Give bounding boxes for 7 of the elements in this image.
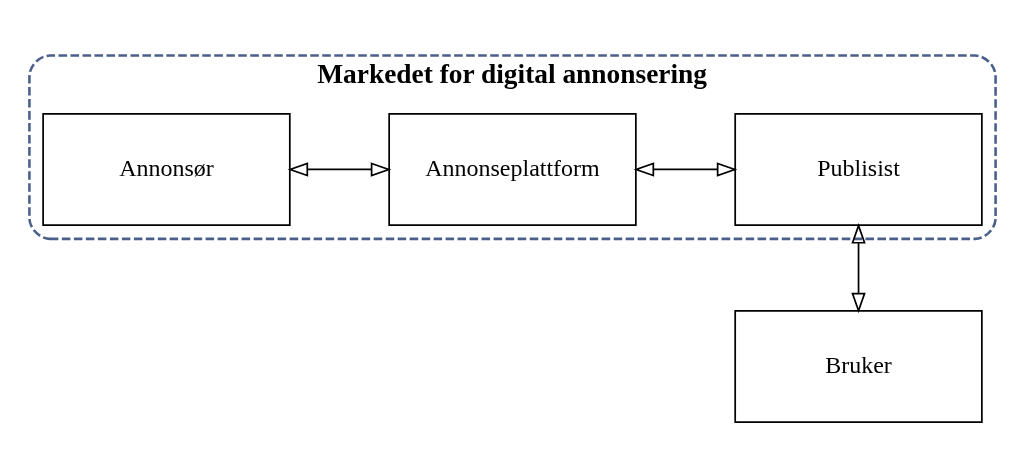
node-box: Annonseplattform xyxy=(388,112,637,226)
arrow xyxy=(287,161,392,177)
node-box: Annonsør xyxy=(42,112,291,226)
node-box: Publisist xyxy=(734,112,983,226)
node-box: Bruker xyxy=(734,309,983,423)
arrow xyxy=(633,161,738,177)
arrow xyxy=(851,222,866,313)
